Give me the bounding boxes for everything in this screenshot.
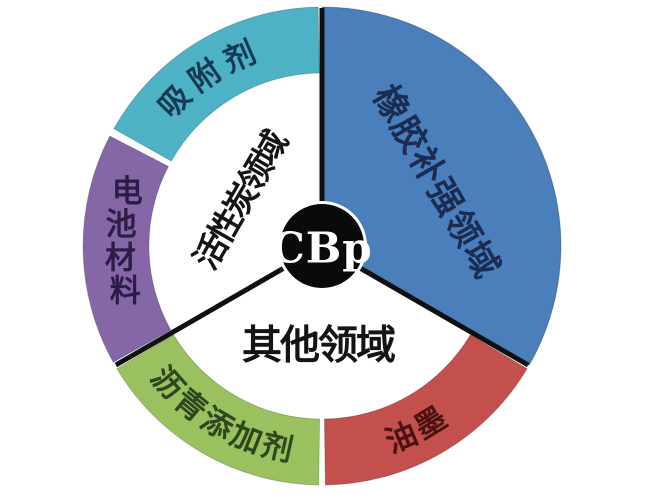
ring-segment-adsorbent (113, 6, 320, 162)
center-circle (277, 201, 367, 291)
sector-divider (114, 263, 290, 368)
ring-label-char-battery: 料 (110, 273, 141, 309)
ring-segment-battery (82, 135, 172, 363)
ring-label-char-battery: 池 (106, 207, 137, 243)
sector-divider (354, 263, 530, 368)
ring-label-char-asphalt: 剂 (258, 427, 296, 469)
center-label: CBp (271, 224, 372, 273)
sector-rubber (321, 6, 562, 367)
ring-label-char-battery: 材 (105, 240, 136, 276)
ring-segment-asphalt (116, 334, 321, 486)
sector-label-other: 其他领域 (242, 322, 396, 369)
ring-segment-ink (323, 334, 528, 486)
ring-label-char-battery: 电 (112, 174, 143, 210)
